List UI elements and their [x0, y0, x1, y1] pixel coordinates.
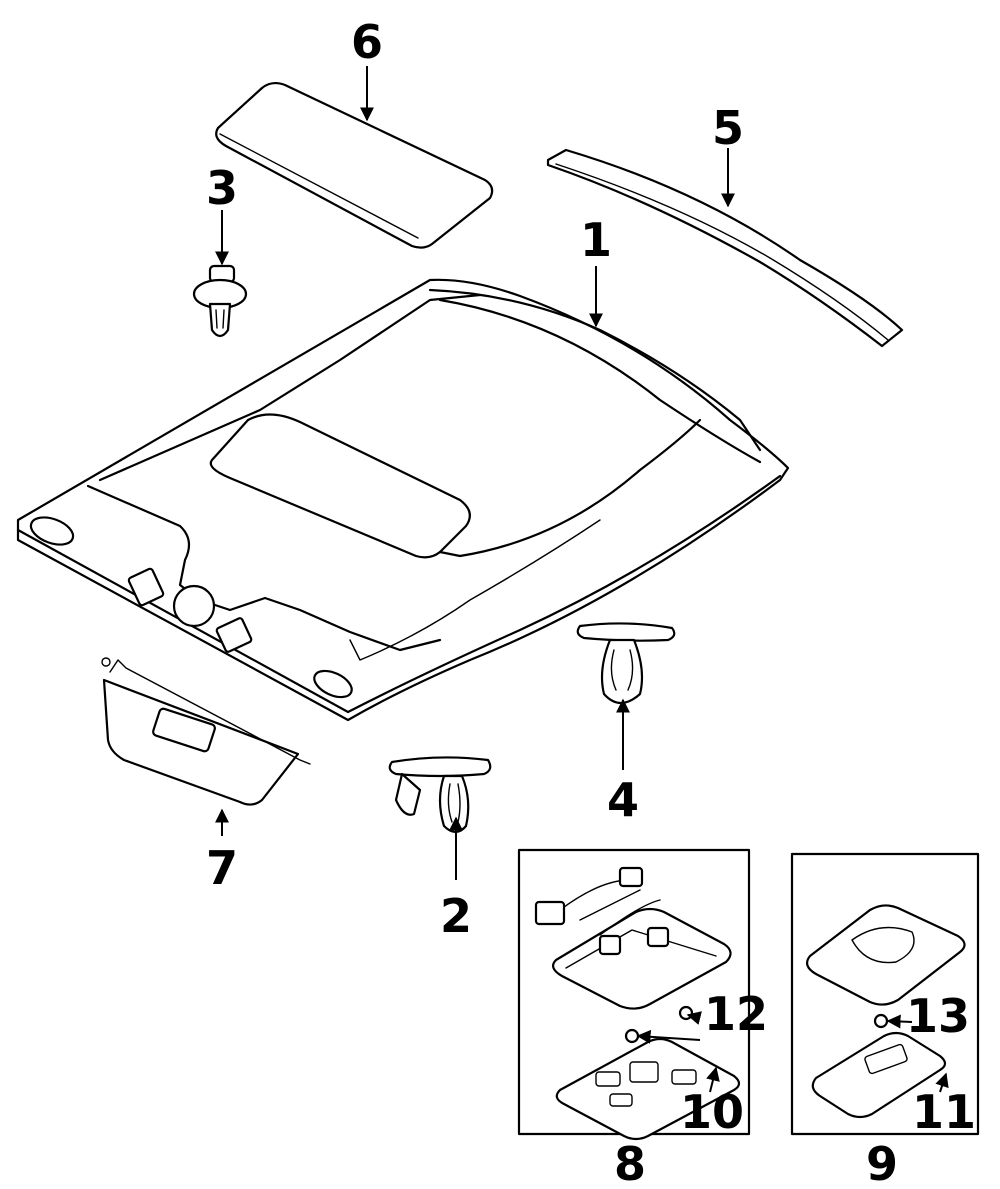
callout-12: 12 — [704, 987, 768, 1041]
part-1-headliner — [16, 278, 790, 722]
part-9-lamp-assembly-box — [790, 852, 980, 1136]
callout-5: 5 — [712, 101, 744, 155]
part-8-lamp-assembly-box — [517, 848, 751, 1141]
callout-labels: 1 2 3 4 5 6 7 8 9 10 11 12 13 — [206, 15, 976, 1189]
callout-10: 10 — [680, 1085, 744, 1139]
callout-9: 9 — [866, 1137, 898, 1189]
part-4-pin-clip — [576, 622, 676, 705]
part-2-double-clip — [388, 756, 492, 834]
callout-11: 11 — [912, 1085, 976, 1139]
callout-13: 13 — [906, 989, 970, 1043]
part-6-sunshade-panel — [215, 81, 494, 249]
callout-1: 1 — [580, 213, 612, 267]
leader-lines — [215, 66, 949, 1093]
callout-3: 3 — [206, 161, 238, 215]
callout-4: 4 — [607, 773, 639, 827]
callout-8: 8 — [614, 1137, 646, 1189]
part-7-sun-visor — [101, 657, 311, 806]
callout-6: 6 — [351, 15, 383, 69]
callout-2: 2 — [440, 889, 472, 943]
part-5-trim-strip — [546, 148, 904, 348]
callout-7: 7 — [206, 841, 238, 895]
part-3-push-clip — [192, 264, 248, 338]
